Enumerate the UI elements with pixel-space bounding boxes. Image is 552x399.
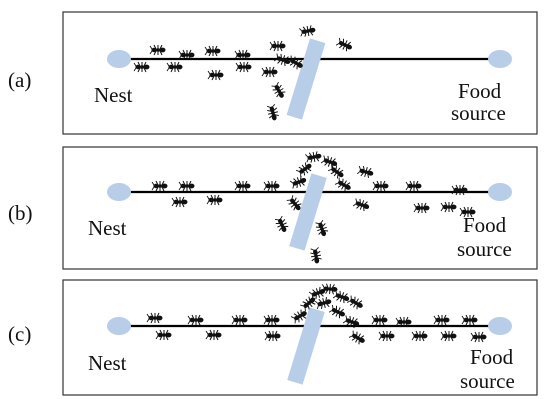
panel-frame-a [62,11,538,135]
ant-icon [269,40,286,52]
food-label: Food [463,213,507,237]
panel-b: (b) Nest Food source [8,146,538,270]
ant-icon [155,329,172,341]
ant-icon [348,329,368,347]
ant-icon [334,176,354,194]
food-label: Food [470,345,514,369]
source-label: source [457,237,512,261]
ant-icon [273,215,291,235]
ant-icon [327,162,347,181]
ant-icon [309,246,323,265]
ant-icon [205,329,222,341]
ant-icon [346,294,366,312]
panel-label-b: (b) [8,201,33,225]
ant-icon [187,314,204,326]
ant-icon [314,219,330,239]
ant-icon [171,196,188,208]
nest-node [107,50,131,68]
obstacle [286,38,326,120]
ant-icon [371,314,388,326]
ant-icon [264,330,281,342]
ant-icon [356,164,376,180]
ant-icon [270,81,288,101]
ant-icon [178,180,195,192]
ant-icon [234,180,251,192]
ant-icon [298,24,317,38]
ant-icon [328,303,348,321]
ant-icon [440,201,457,213]
ant-icon [133,61,150,73]
food-label: Food [458,79,502,103]
ant-icon [440,330,457,342]
ant-icon [151,180,168,192]
ant-icon [263,314,280,326]
food-node [488,183,512,201]
ant-icon [413,202,430,214]
nest-node [107,317,131,335]
ant-icon [372,180,389,192]
panel-label-c: (c) [8,322,31,346]
ant-icon [433,314,450,326]
ant-icon [411,330,428,342]
ant-icon [470,331,487,343]
ant-icon [405,180,422,192]
panel-frame-b [62,146,538,270]
ant-icon [314,295,334,311]
food-node [488,50,512,68]
ant-icon [261,66,278,78]
nest-label: Nest [88,216,127,240]
ant-icon [289,174,309,190]
ant-icon [235,61,252,73]
ant-icon [461,314,478,326]
panel-a: (a) Nest Food source [8,11,538,135]
ant-icon [166,61,183,73]
panel-c: (c) Nest Food source [8,279,538,396]
ant-icon [204,45,221,57]
nest-label: Nest [88,351,127,375]
source-label: source [460,369,515,393]
ant-icon [378,330,395,342]
ants-a [133,24,355,123]
nest-node [107,183,131,201]
ant-icon [265,103,281,123]
panel-label-a: (a) [8,68,31,92]
ant-icon [207,69,224,81]
obstacle [287,307,325,385]
ant-icon [451,184,468,196]
ant-icon [149,44,166,56]
ant-icon [231,314,248,326]
ant-icon [206,194,223,206]
ant-icon [335,36,355,54]
obstacle [289,173,327,251]
food-node [488,317,512,335]
ant-icon [263,180,280,192]
panel-frame-c [62,279,538,396]
source-label: source [451,101,506,125]
nest-label: Nest [94,83,133,107]
ant-icon [304,150,323,164]
ant-icon [146,312,163,324]
ant-icon [352,197,372,213]
